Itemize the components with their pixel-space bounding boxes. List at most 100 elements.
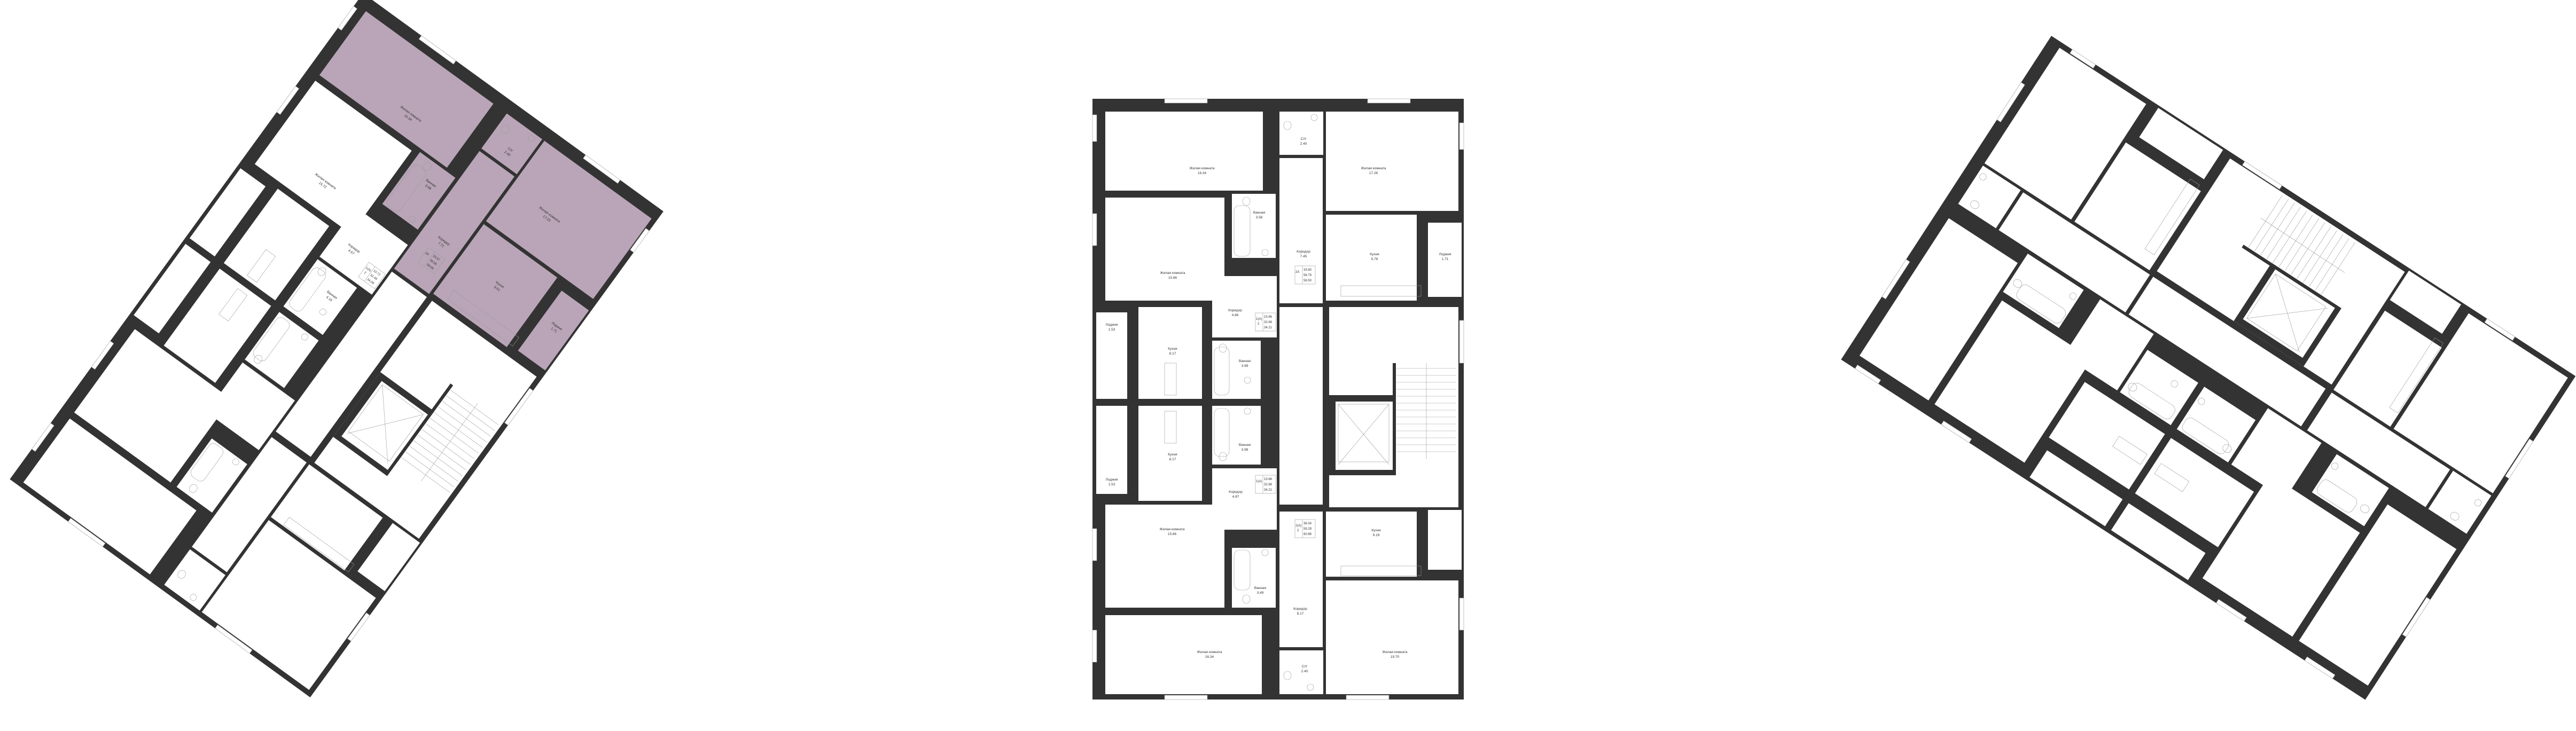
room[interactable]	[2390, 270, 2461, 334]
room[interactable]	[176, 438, 247, 513]
room[interactable]	[2128, 277, 2326, 427]
room[interactable]	[2074, 142, 2201, 271]
room-name: Лоджия	[1439, 253, 1451, 256]
room[interactable]	[1279, 307, 1323, 505]
room[interactable]	[1428, 510, 1462, 570]
room[interactable]	[1999, 192, 2150, 312]
floor-plan-right-rotated	[1841, 36, 2576, 700]
room[interactable]	[1279, 512, 1323, 647]
room[interactable]	[2063, 299, 2154, 391]
room[interactable]	[1279, 112, 1323, 155]
room[interactable]	[276, 271, 427, 457]
toilet-icon	[1242, 196, 1251, 206]
room[interactable]	[134, 243, 211, 334]
room[interactable]	[319, 11, 494, 168]
room[interactable]	[2120, 350, 2198, 426]
room[interactable]	[192, 437, 307, 572]
room[interactable]	[1096, 406, 1127, 494]
room[interactable]	[206, 362, 295, 451]
room-area: 8.17	[1169, 352, 1176, 356]
room[interactable]	[2049, 382, 2165, 490]
room[interactable]	[1326, 215, 1417, 301]
room[interactable]	[1105, 112, 1263, 191]
room[interactable]	[245, 312, 319, 388]
room[interactable]	[2307, 392, 2450, 507]
window	[2484, 318, 2516, 341]
sink-icon	[2331, 462, 2339, 470]
room[interactable]	[1096, 312, 1127, 399]
window	[1882, 259, 1910, 300]
room-name: Жилая комната	[1190, 167, 1215, 170]
room[interactable]	[2333, 310, 2442, 427]
apartment-type: 2A	[1295, 271, 1299, 274]
room[interactable]	[1232, 548, 1276, 608]
stair-elevator-core	[333, 372, 499, 493]
toilet-icon	[317, 267, 326, 276]
room[interactable]	[271, 464, 383, 571]
room[interactable]	[1279, 650, 1323, 694]
room[interactable]	[1138, 406, 1202, 501]
room[interactable]	[2299, 504, 2457, 686]
room[interactable]	[382, 152, 456, 230]
room[interactable]	[1428, 223, 1462, 297]
room[interactable]	[2139, 108, 2223, 179]
room[interactable]	[2003, 253, 2084, 328]
room-area: 16.34	[1198, 171, 1207, 175]
room[interactable]	[223, 188, 330, 301]
window	[2505, 438, 2534, 479]
room[interactable]	[2393, 313, 2568, 493]
room[interactable]	[518, 290, 589, 371]
room[interactable]	[1958, 166, 2021, 229]
room[interactable]	[23, 418, 197, 575]
room[interactable]	[2135, 438, 2254, 547]
room[interactable]	[2231, 408, 2322, 500]
room[interactable]	[1859, 218, 2018, 400]
room[interactable]	[394, 151, 515, 294]
room[interactable]	[486, 140, 652, 299]
room[interactable]	[357, 523, 420, 592]
room[interactable]	[164, 549, 225, 611]
room[interactable]	[74, 329, 231, 483]
room[interactable]	[1326, 580, 1458, 694]
toilet-icon	[2128, 383, 2137, 391]
stair-elevator-core	[1329, 363, 1456, 475]
room[interactable]	[2312, 454, 2389, 526]
room[interactable]	[2111, 503, 2206, 580]
window	[418, 35, 456, 65]
apartment-type: 2(A)	[1295, 524, 1301, 528]
room[interactable]	[2202, 474, 2360, 637]
room[interactable]	[1232, 194, 1276, 258]
room[interactable]	[1934, 300, 2092, 463]
room[interactable]	[319, 207, 408, 295]
room[interactable]	[2428, 470, 2492, 534]
room[interactable]	[2176, 387, 2256, 462]
room[interactable]	[254, 81, 412, 234]
room[interactable]	[1212, 276, 1277, 337]
room[interactable]	[2029, 450, 2123, 526]
room-name: Кухня	[1168, 347, 1177, 351]
room-area: 4.86	[1232, 313, 1239, 317]
sink-icon	[319, 308, 326, 316]
living-area: 15.66	[1264, 316, 1273, 319]
room[interactable]	[283, 259, 357, 335]
room[interactable]	[1105, 198, 1224, 301]
room[interactable]	[1212, 341, 1261, 399]
room[interactable]	[433, 224, 558, 347]
room[interactable]	[1105, 505, 1224, 608]
room[interactable]	[189, 168, 266, 257]
window	[2215, 599, 2247, 622]
room[interactable]	[1279, 158, 1323, 303]
room[interactable]	[481, 113, 542, 175]
room-area: 2.40	[1301, 670, 1308, 673]
room[interactable]	[1326, 112, 1458, 211]
room[interactable]	[201, 520, 376, 690]
room-area: 16.34	[1205, 655, 1214, 659]
room[interactable]	[1212, 406, 1261, 465]
room[interactable]	[1138, 307, 1202, 399]
room[interactable]	[1984, 48, 2146, 220]
room[interactable]	[1105, 615, 1262, 694]
room[interactable]	[1326, 512, 1417, 577]
room[interactable]	[163, 269, 271, 383]
room-name: Ванная	[1253, 211, 1266, 215]
